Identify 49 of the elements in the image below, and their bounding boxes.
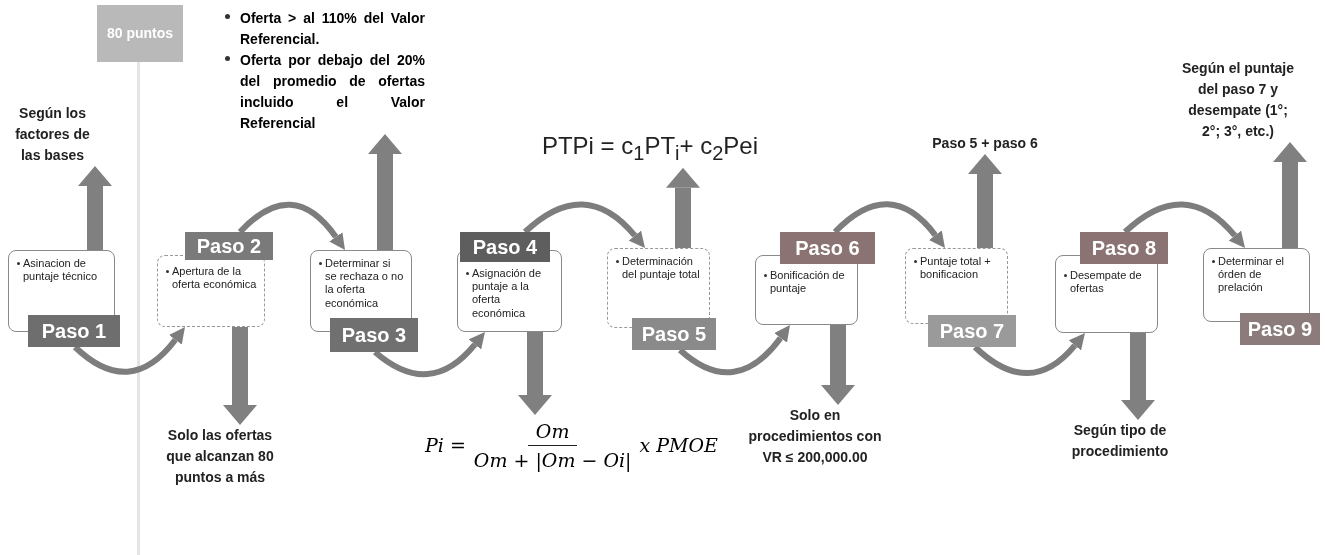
block-arrow: [821, 325, 855, 405]
block-arrow: [223, 327, 257, 425]
step-text: Desempate de ofertas: [1070, 269, 1143, 296]
step-text: Determinar el órden de prelación: [1218, 255, 1286, 295]
note-text: Solo en procedimientos con VR ≤ 200,000.00: [748, 406, 882, 467]
step-text: Puntaje total + bonificacion: [920, 255, 992, 282]
curved-arrow: [523, 201, 646, 248]
block-arrow: [78, 166, 112, 250]
step-text: Determinar si se rechaza o no la oferta económica: [325, 257, 405, 310]
step-text: Determinación del puntaje total: [622, 255, 701, 282]
threshold-tag: 80 puntos: [97, 5, 183, 62]
step-badge: Paso 3: [330, 318, 418, 352]
block-arrow: [368, 134, 402, 250]
curved-arrow: [237, 201, 346, 250]
note-text: Solo las ofertas que alcanzan 80 puntos a más: [165, 426, 275, 487]
note-text: Oferta > al 110% del Valor Referencial.: [240, 9, 425, 49]
step-text: Apertura de la oferta económica: [172, 265, 258, 292]
formula-text: Pi =: [425, 434, 466, 456]
block-arrow: [666, 167, 700, 248]
step-badge: Paso 2: [185, 232, 273, 260]
formula-text: Om + |Om − Oi|: [473, 447, 632, 471]
curved-arrow: [373, 332, 486, 378]
note-text: Según tipo de procedimiento: [1070, 421, 1170, 461]
step-text: Asignación de puntaje a la oferta económica: [472, 267, 543, 320]
note-text: Paso 5 + paso 6: [931, 134, 1039, 153]
block-arrow: [1273, 142, 1307, 248]
step-badge: Paso 6: [780, 232, 875, 264]
block-arrow: [968, 154, 1002, 248]
step-badge: Paso 7: [928, 315, 1016, 347]
block-arrow: [1121, 333, 1155, 420]
step-text: Asinacion de puntaje técnico: [23, 257, 98, 284]
formula-text: Om: [527, 419, 578, 446]
step-badge: Paso 4: [460, 232, 550, 262]
curved-arrow: [973, 333, 1086, 377]
step-badge: Paso 5: [632, 318, 716, 350]
formula-text: x PMOE: [639, 434, 718, 456]
step-badge: Paso 1: [28, 315, 120, 347]
curved-arrow: [73, 327, 186, 375]
curved-arrow: [832, 201, 946, 248]
step-badge: Paso 8: [1080, 232, 1168, 264]
formula-text: PTPi = c$_{1}$PT$_{i}$+ c$_{2}$Pei: [540, 131, 760, 166]
step-badge: Paso 9: [1240, 313, 1320, 345]
note-text: Según el puntaje del paso 7 y desempate (1°; 2°; 3°, etc.): [1182, 59, 1294, 141]
curved-arrow: [1123, 201, 1246, 248]
curved-arrow: [678, 325, 791, 376]
note-text: Según los factores de las bases: [14, 104, 91, 165]
block-arrow: [518, 332, 552, 415]
step-text: Bonificación de puntaje: [770, 269, 846, 296]
note-text: Oferta por debajo del 20% del promedio de ofertas incluido el Valor Referencial: [240, 51, 425, 133]
